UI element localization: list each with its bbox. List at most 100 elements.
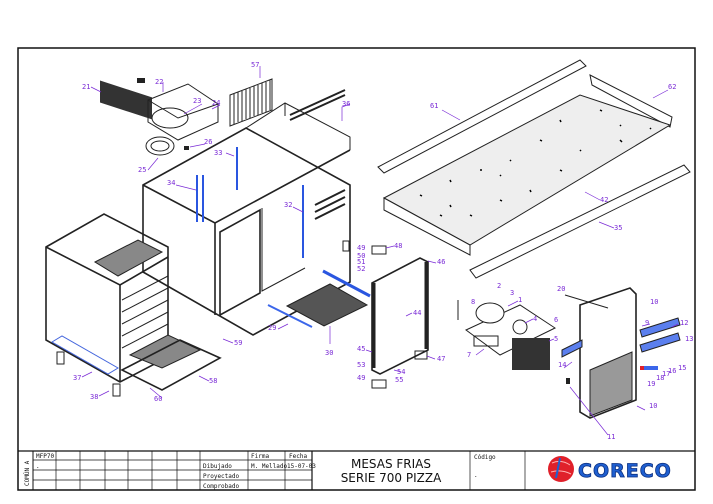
callout: 30 <box>325 349 333 357</box>
firma-header: Firma <box>251 453 269 460</box>
hinge-55 <box>371 379 387 389</box>
condenser-coil-21 <box>100 80 152 120</box>
callout: 15 <box>678 364 686 372</box>
drawer-unit <box>45 213 222 397</box>
drawing-title-line-1: MESAS FRIAS <box>351 457 431 471</box>
leader-lines <box>81 66 679 436</box>
callout: 44 <box>413 309 421 317</box>
callout: 24 <box>212 99 220 107</box>
callout: 12 <box>680 319 688 327</box>
panel-13 <box>639 332 681 353</box>
screw-22 <box>137 78 145 83</box>
callout: 49 <box>357 374 365 382</box>
callout: 5 <box>554 335 558 343</box>
pizza-grid-top <box>93 239 164 277</box>
hinge-48 <box>371 245 387 255</box>
callout: 60 <box>154 395 162 403</box>
callout: 48 <box>394 242 402 250</box>
shelf-and-rail <box>267 269 371 328</box>
callout: 22 <box>155 78 163 86</box>
foot-38 <box>112 383 121 397</box>
callout: 45 <box>357 345 365 353</box>
callout: 49 <box>357 244 365 252</box>
vent-grille <box>589 351 633 417</box>
screw-26 <box>184 146 189 150</box>
callout: 33 <box>214 149 222 157</box>
callout: 53 <box>357 361 365 369</box>
callout: 42 <box>600 196 608 204</box>
callout: 10 <box>649 402 657 410</box>
drawer-58 <box>120 339 222 391</box>
callout: 51 <box>357 258 365 266</box>
grille-57 <box>229 78 273 127</box>
callout: 46 <box>437 258 445 266</box>
title-block: COMÚN A MFP70 . Firma Fecha Dibujado M. … <box>18 450 695 490</box>
gasket-20 <box>564 294 609 309</box>
callout: 29 <box>268 324 276 332</box>
callout: 18 <box>656 374 664 382</box>
ref-code: MFP70 <box>36 453 54 460</box>
callout: 14 <box>558 361 566 369</box>
plinth-37 <box>51 335 119 375</box>
drawing-title-line-2: SERIE 700 PIZZA <box>341 471 442 485</box>
front-rail-35 <box>469 164 691 279</box>
callout: 37 <box>73 374 81 382</box>
leg <box>342 240 350 252</box>
callout: 52 <box>357 265 365 273</box>
callout: 25 <box>138 166 146 174</box>
backsplash-61 <box>377 59 587 174</box>
callout: 23 <box>193 97 201 105</box>
codigo-label: Código <box>474 454 496 461</box>
callout: 47 <box>437 355 445 363</box>
logo-text: CORECO <box>578 460 672 482</box>
callout: 59 <box>234 339 242 347</box>
ref-line-2: . <box>36 463 40 470</box>
callout: 11 <box>607 433 615 441</box>
worktop <box>377 59 691 279</box>
callout: 3 <box>510 289 514 297</box>
pizza-grid-59 <box>128 334 202 369</box>
switch-19 <box>644 366 658 370</box>
coreco-logo: CORECO <box>548 456 672 482</box>
callout: 57 <box>251 61 259 69</box>
condenser-5 <box>512 338 550 370</box>
callout: 54 <box>397 368 405 376</box>
callout-labels: 21 22 23 24 25 26 57 36 33 34 32 61 62 4… <box>73 61 693 441</box>
bracket-14 <box>561 339 583 358</box>
callout: 26 <box>204 138 212 146</box>
side-label: COMÚN A <box>24 460 31 486</box>
panel-12 <box>639 317 681 338</box>
callout: 10 <box>650 298 658 306</box>
logo-globe-icon <box>548 456 574 482</box>
foot <box>56 351 65 365</box>
callout: 62 <box>668 83 676 91</box>
callout: 19 <box>647 380 655 388</box>
callout: 58 <box>209 377 217 385</box>
dibujado-fecha: 15-07-03 <box>287 463 316 470</box>
fan-guard-25 <box>145 136 175 156</box>
callout: 38 <box>90 393 98 401</box>
codigo-value: . <box>474 472 478 479</box>
dibujado-label: Dibujado <box>203 463 232 470</box>
callout: 2 <box>497 282 501 290</box>
door-44 <box>371 257 429 375</box>
callout: 8 <box>471 298 475 306</box>
fan-shroud-24 <box>147 83 219 141</box>
callout: 13 <box>685 335 693 343</box>
fecha-header: Fecha <box>289 453 307 460</box>
callout: 20 <box>557 285 565 293</box>
callout: 32 <box>284 201 292 209</box>
comprobado-label: Comprobado <box>203 483 240 490</box>
callout: 1 <box>518 296 522 304</box>
callout: 17 <box>662 370 670 378</box>
tray-7 <box>473 335 499 347</box>
fan-23 <box>151 107 189 129</box>
rail-blue <box>322 269 371 298</box>
sheet-frame <box>17 47 696 491</box>
compressor-1 <box>475 302 505 324</box>
bracket-47 <box>414 350 428 360</box>
callout: 61 <box>430 102 438 110</box>
callout: 34 <box>167 179 175 187</box>
callout: 16 <box>668 367 676 375</box>
